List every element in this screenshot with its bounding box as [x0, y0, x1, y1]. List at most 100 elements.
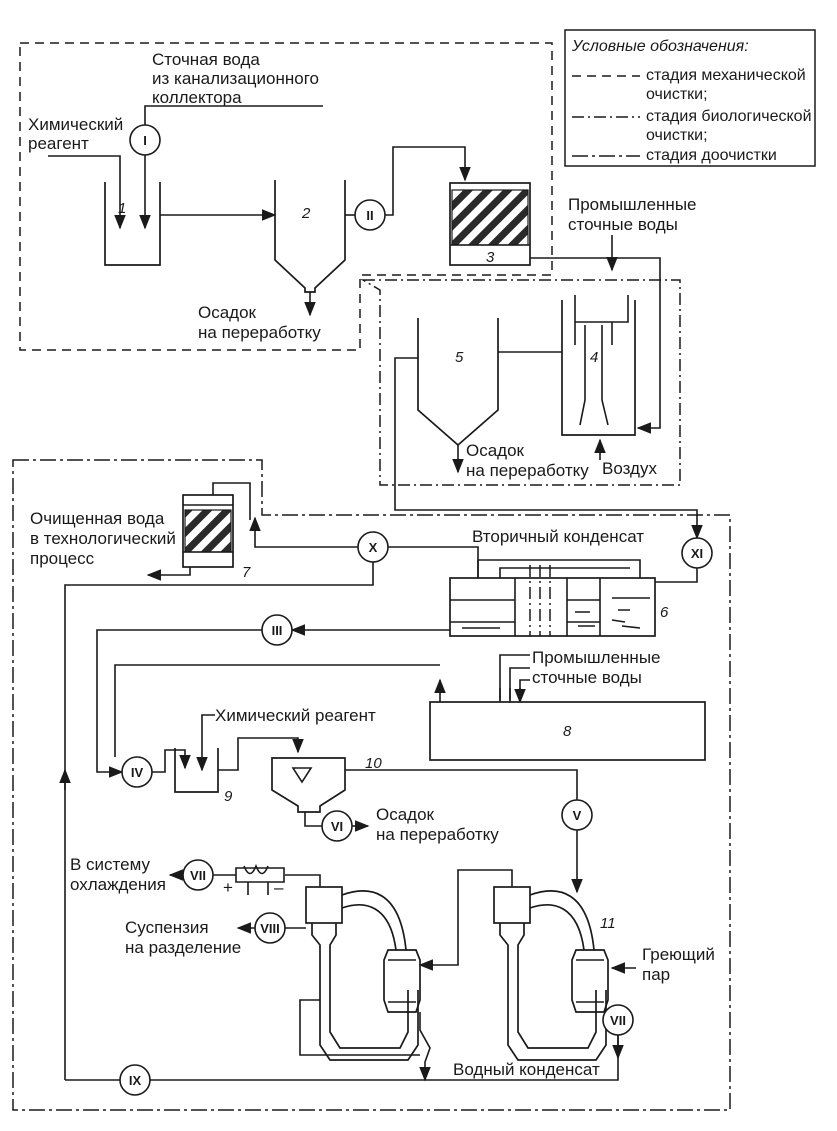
legend: Условные обозначения: стадия механическо… [564, 29, 816, 167]
line-II-to-3 [385, 146, 471, 216]
condenser-coil [235, 863, 285, 883]
label-sludge-1-line2: на переработку [198, 323, 321, 342]
line-8-to-IV [114, 664, 440, 757]
line-3-to-4 [530, 257, 661, 434]
label-sludge-3-line1: Осадок [376, 805, 435, 824]
svg-text:VIII: VIII [260, 921, 280, 936]
line-left-condensate-down [419, 1012, 431, 1082]
equipment-label-3: 3 [486, 249, 495, 266]
label-chem-reagent-1-line1: Химический [28, 115, 123, 134]
equipment-label-1: 1 [118, 200, 126, 217]
line-condensate-to-X [388, 546, 479, 578]
industrial-2-lines [499, 654, 530, 700]
label-wastewater-line1: Сточная вода [152, 50, 260, 69]
stream-marker-X: X [357, 531, 389, 563]
label-suspension-line2: на разделение [125, 938, 241, 957]
legend-frame [564, 29, 816, 167]
equipment-label-7: 7 [242, 564, 251, 581]
label-industrial-1-line1: Промышленные [568, 195, 697, 214]
settler-2 [274, 180, 346, 293]
clarifier-10-symbol [291, 767, 313, 784]
line-X-to-7 [249, 516, 358, 548]
biological-stage-boundary [360, 279, 681, 486]
crystallizer-left [305, 886, 421, 1061]
label-sludge-3-line2: на переработку [376, 825, 499, 844]
stream-marker-III: III [261, 614, 293, 646]
svg-text:II: II [366, 208, 373, 223]
clarifier-10 [271, 757, 346, 813]
stream-marker-II: II [354, 199, 386, 231]
stream-marker-IV: IV [121, 756, 153, 788]
equipment-label-9: 9 [224, 788, 233, 805]
stream-marker-IX: IX [119, 1064, 151, 1096]
mixer-tank-9 [174, 748, 219, 793]
stream-marker-VIII: VIII [254, 912, 286, 944]
label-wastewater-line2: из канализационного [152, 69, 319, 88]
equipment-label-5: 5 [455, 349, 464, 366]
label-suspension-line1: Суспензия [125, 918, 209, 937]
svg-text:III: III [272, 623, 283, 638]
stream-marker-VII-left: VII [182, 859, 214, 891]
svg-text:V: V [573, 808, 582, 823]
crystallizer-right [493, 886, 609, 1061]
legend-bio-line2: очистки; [646, 127, 708, 144]
industrial-2-arrows [499, 688, 520, 702]
line-9-to-10 [218, 737, 304, 771]
svg-text:VI: VI [331, 819, 343, 834]
label-cooling-line1: В систему [70, 855, 150, 874]
svg-text:XI: XI [691, 546, 703, 561]
label-industrial-2-line1: Промышленные [532, 648, 661, 667]
equipment-label-6: 6 [660, 604, 669, 621]
stream-marker-V: V [561, 799, 593, 831]
condenser-leads [247, 882, 269, 895]
label-wastewater-line3: коллектора [152, 88, 242, 107]
label-sludge-1-line1: Осадок [198, 303, 257, 322]
label-steam-line1: Греющий [642, 945, 715, 964]
clean-water-line [146, 567, 191, 581]
svg-text:VII: VII [190, 868, 206, 883]
equipment-label-4: 4 [590, 349, 598, 366]
label-steam-line2: пар [642, 965, 670, 984]
line-10-to-VI [304, 812, 322, 827]
label-clean-water-line3: процесс [30, 549, 95, 568]
label-chem-reagent-1-line2: реагент [28, 134, 89, 153]
stream-marker-XI: XI [681, 537, 713, 569]
wastewater-feed-line [144, 105, 323, 125]
legend-bio-line1: стадия биологической [646, 108, 812, 125]
mechanical-stage-boundary [19, 42, 553, 351]
svg-text:IX: IX [129, 1073, 142, 1088]
svg-text:I: I [143, 133, 147, 148]
aerotank-4-inner-wall [574, 295, 629, 345]
line-7-top-loop [212, 482, 251, 520]
label-air: Воздух [602, 459, 657, 478]
equipment-label-10: 10 [365, 755, 382, 772]
label-cooling-line2: охлаждения [70, 875, 166, 894]
legend-title: Условные обозначения: [571, 38, 749, 55]
line-left-top-to-cooling [285, 874, 321, 887]
label-industrial-2-line2: сточные воды [532, 668, 642, 687]
equipment-label-8: 8 [563, 723, 572, 740]
svg-text:X: X [369, 540, 378, 555]
label-clean-water-line2: в технологический [30, 529, 176, 548]
label-water-condensate: Водный конденсат [453, 1060, 600, 1079]
label-minus: – [274, 878, 284, 897]
chem-reagent-1-line [48, 155, 126, 230]
line-right-to-left-crystallizer [418, 869, 513, 971]
stream-marker-VII-right: VII [602, 1004, 634, 1036]
legend-mech-line1: стадия механической [646, 67, 806, 84]
line-IV-to-9 [152, 749, 191, 773]
legend-mech-line2: очистки; [646, 86, 708, 103]
chem-reagent-2-line [196, 714, 215, 772]
label-chem-reagent-2: Химический реагент [215, 706, 376, 725]
settler-5 [417, 318, 499, 447]
evaporator-6-partitions [450, 578, 650, 636]
evaporator-6 [449, 577, 656, 637]
label-sludge-2-line1: Осадок [466, 441, 525, 460]
label-secondary-condensate: Вторичный конденсат [472, 527, 644, 546]
svg-text:IV: IV [131, 765, 144, 780]
label-clean-water-line1: Очищенная вода [30, 509, 165, 528]
equipment-label-11: 11 [600, 915, 616, 932]
evaporator-6-liquid [462, 609, 641, 629]
line-10-to-V [345, 769, 578, 800]
